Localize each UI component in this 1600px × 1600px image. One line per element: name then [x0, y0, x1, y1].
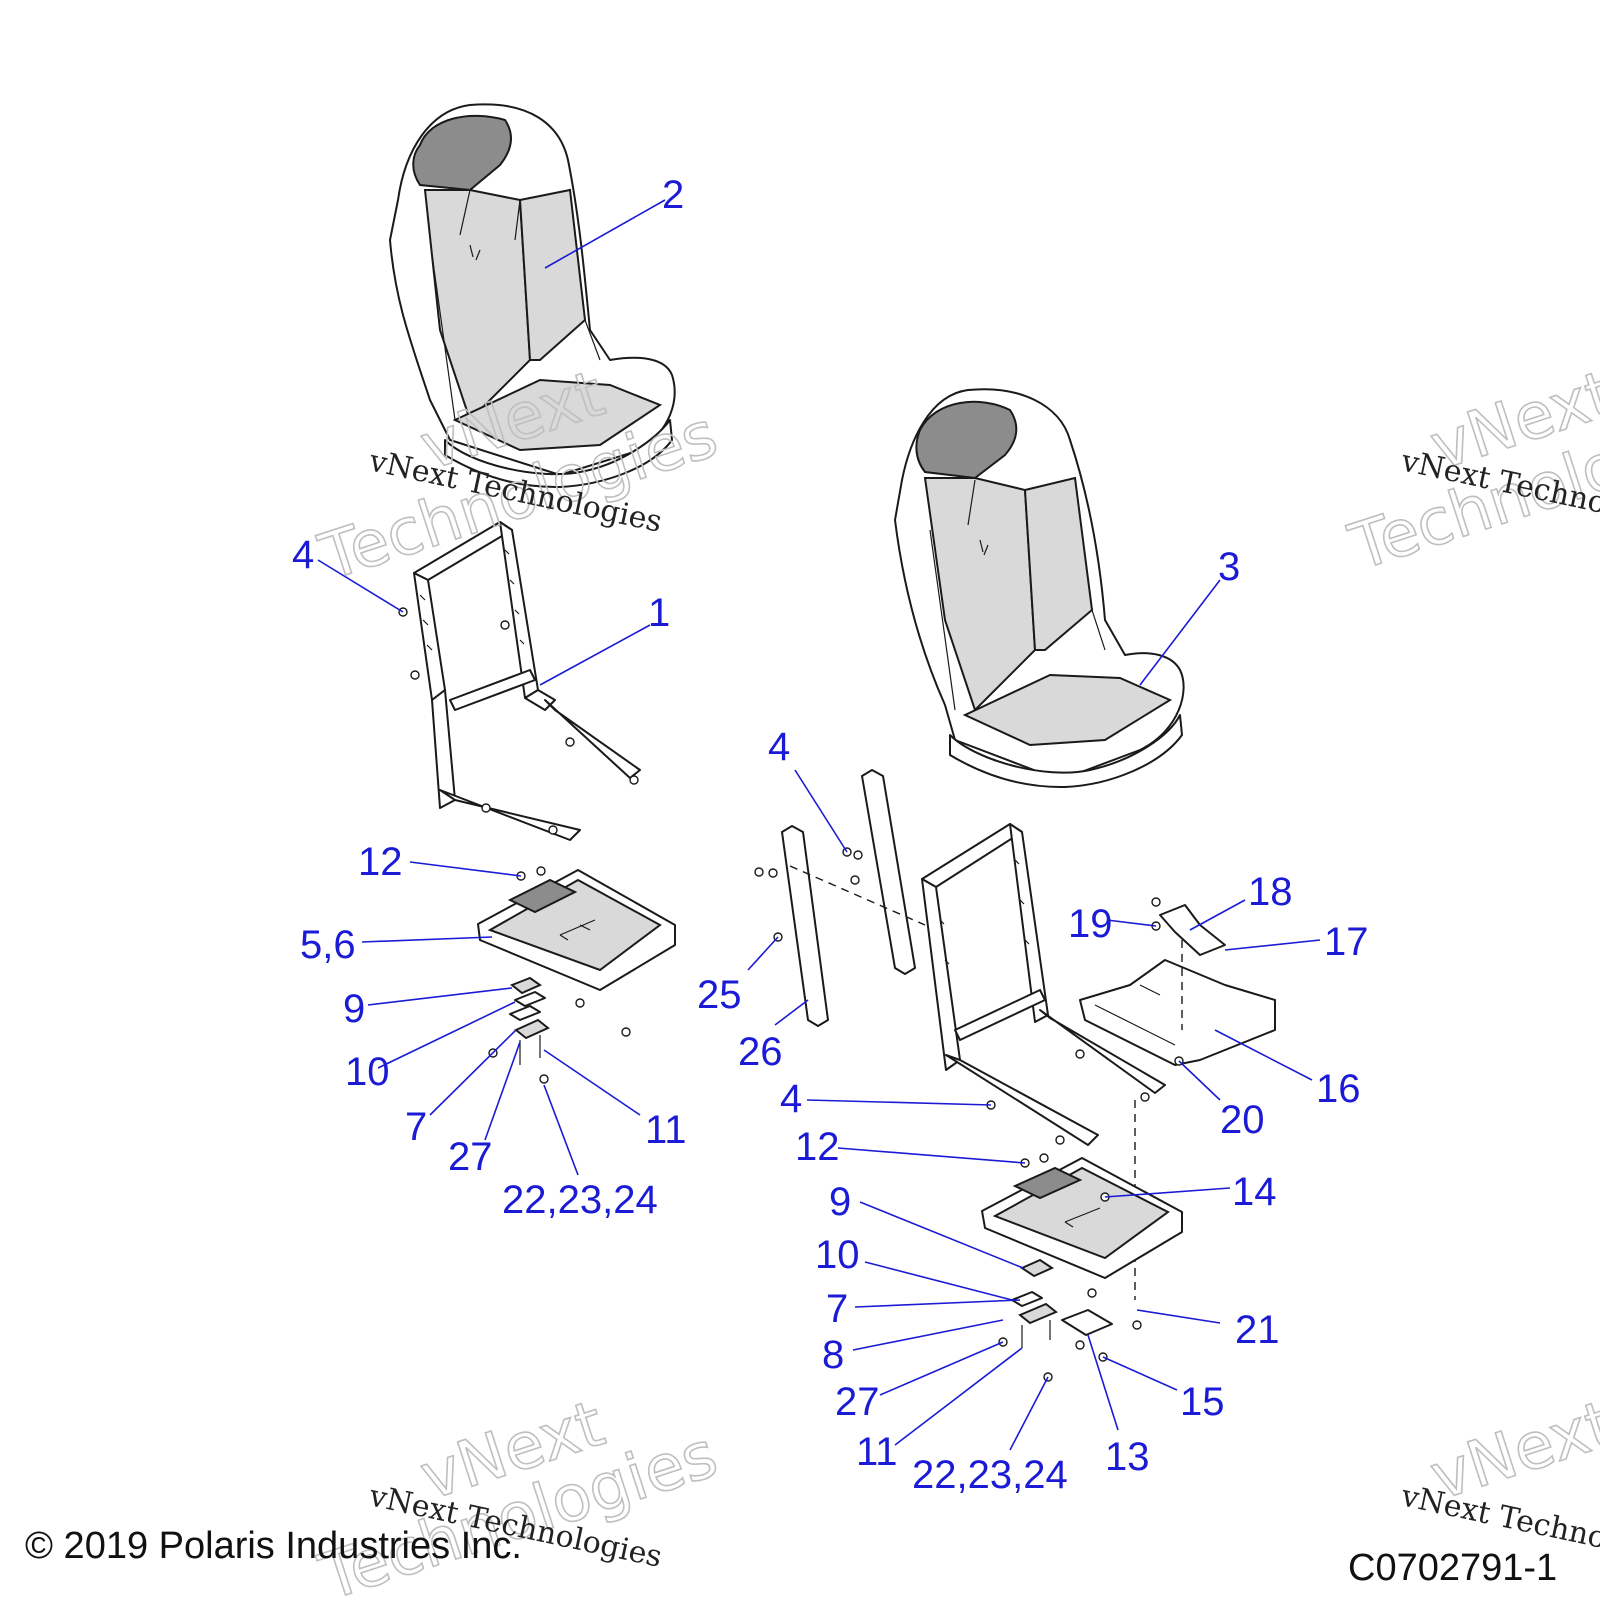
callout-7-left: 7	[405, 1105, 427, 1149]
seat-2-illustration	[389, 103, 676, 489]
callout-25: 25	[697, 973, 742, 1017]
latch-hardware-right	[998, 1258, 1142, 1382]
callout-3: 3	[1218, 545, 1240, 589]
callout-9-right: 9	[829, 1180, 851, 1224]
watermark-top-right: vNext Technolo vNext Techno	[1340, 356, 1600, 586]
callout-16: 16	[1316, 1067, 1361, 1111]
callout-22-23-24-left: 22,23,24	[502, 1178, 658, 1222]
latch-hardware-left	[488, 976, 631, 1084]
seat-base-right	[981, 1153, 1183, 1279]
callout-14: 14	[1232, 1170, 1277, 1214]
callout-10-left: 10	[345, 1050, 390, 1094]
seat-frame-right	[921, 823, 1166, 1146]
callout-22-23-24-right: 22,23,24	[912, 1453, 1068, 1497]
callout-12-left: 12	[358, 840, 403, 884]
watermark-bottom-left: vNext Technologies vNext Technologies	[310, 1386, 726, 1600]
callout-13: 13	[1105, 1435, 1150, 1479]
callout-labels: 2 3 1 4 4 4 12 12 5,6 9 9 10 10 7 7 27 2…	[292, 173, 1369, 1497]
callout-21: 21	[1235, 1308, 1280, 1352]
callout-4-rail: 4	[768, 725, 790, 769]
callout-1: 1	[648, 591, 670, 635]
callout-11-left: 11	[645, 1108, 687, 1152]
side-rails-26	[754, 769, 926, 1027]
callout-19: 19	[1068, 902, 1113, 946]
seat-base-5-6	[477, 866, 676, 991]
callout-7-right: 7	[826, 1287, 848, 1331]
callout-20: 20	[1220, 1098, 1265, 1142]
callout-2: 2	[662, 173, 684, 217]
callout-4-frame: 4	[780, 1077, 802, 1121]
callout-10-right: 10	[815, 1233, 860, 1277]
copyright-notice: © 2019 Polaris Industries Inc.	[25, 1525, 522, 1567]
callout-8: 8	[822, 1333, 844, 1377]
watermark-bottom-right: vNext vNext Techno	[1397, 1386, 1600, 1556]
seat-frame-1	[398, 521, 641, 841]
callout-12-right: 12	[795, 1125, 840, 1169]
drawing-id: C0702791-1	[1348, 1547, 1557, 1589]
callout-17: 17	[1324, 920, 1369, 964]
leader-lines	[317, 199, 1321, 1451]
callout-5-6: 5,6	[300, 923, 356, 967]
seat-3-illustration	[894, 388, 1185, 789]
callout-11-right: 11	[856, 1430, 898, 1474]
callout-27-left: 27	[448, 1135, 493, 1179]
callout-26: 26	[738, 1030, 783, 1074]
callout-18: 18	[1248, 870, 1293, 914]
callout-27-right: 27	[835, 1380, 880, 1424]
callout-9-left: 9	[343, 987, 365, 1031]
callout-15: 15	[1180, 1380, 1225, 1424]
callout-4-left: 4	[292, 533, 314, 577]
